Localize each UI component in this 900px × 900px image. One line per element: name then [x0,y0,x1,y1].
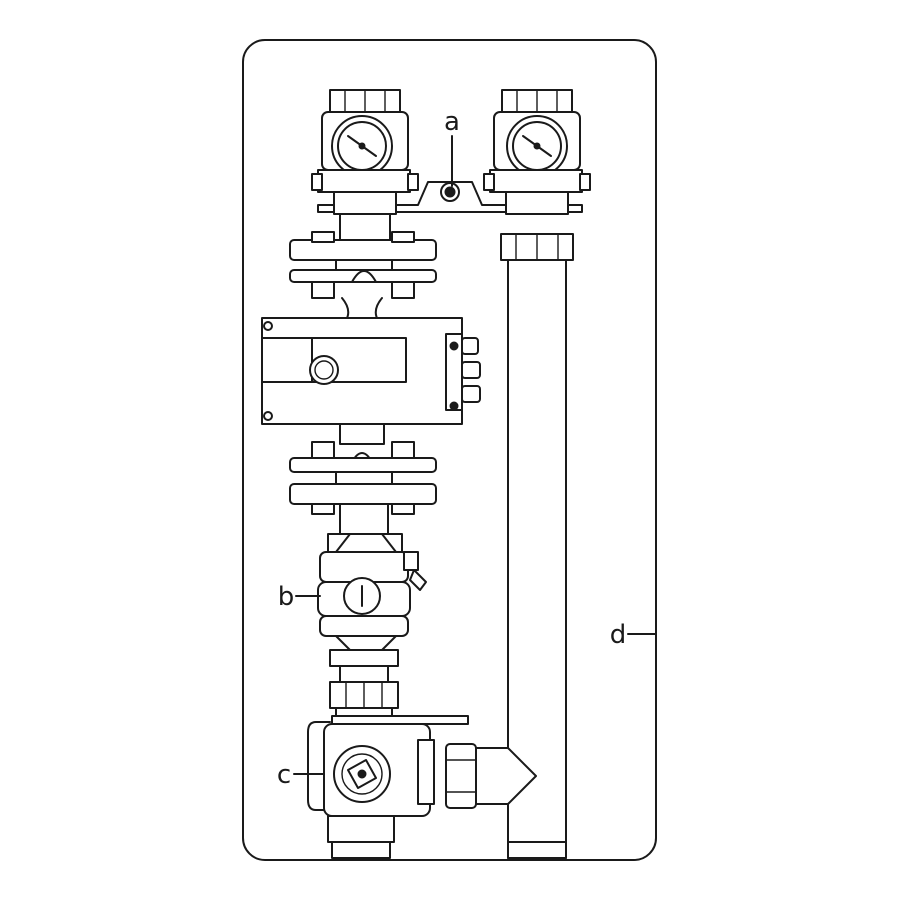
callout-label-d: d [610,620,627,650]
union-connection [329,665,399,723]
insulation-shell [242,39,657,861]
callout-a: a [444,107,460,187]
callout-label-b: b [278,582,295,612]
lower-pump-flange [289,423,437,515]
callout-b: b [278,582,321,612]
circulation-pump [261,317,481,425]
upper-pump-flange [289,231,437,321]
ball-valve [317,503,427,667]
callout-label-a: a [444,107,460,137]
callout-label-c: c [277,760,291,790]
callout-c: c [277,760,325,790]
callout-d: d [610,620,657,650]
return-thermometer-valve [483,89,591,215]
pump-speed-knob [309,355,339,385]
mixing-valve [307,715,537,859]
supply-thermometer-valve [311,89,419,215]
mounting-bracket [317,181,583,213]
supply-pipe [339,213,391,241]
